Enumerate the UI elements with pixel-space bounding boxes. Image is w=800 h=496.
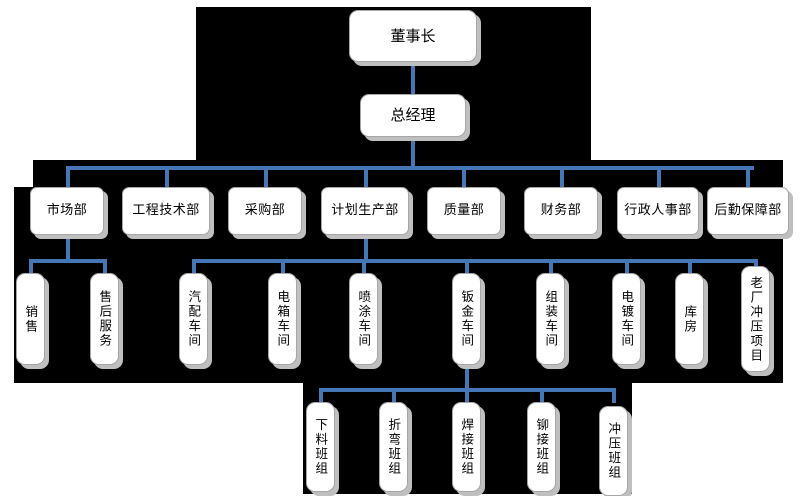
connector-drop-prod-1 [281,259,285,274]
node-workshop-auto-parts[interactable]: 汽配车间 [179,273,208,365]
node-workshop-plating[interactable]: 电镀车间 [612,273,641,365]
node-unit-after-sales[interactable]: 售后服务 [90,273,119,365]
node-label: 董事长 [390,26,436,45]
node-label: 销售 [23,304,39,334]
connector-drop-prod-0 [192,259,196,274]
node-label: 总经理 [390,106,436,125]
connector-drop-team-4 [612,388,616,403]
connector-drop-dept-6 [657,166,661,187]
connector-drop-market-0 [29,259,33,274]
connector-market-bus [29,259,107,263]
connector-drop-dept-1 [165,166,169,187]
node-label: 汽配车间 [186,290,202,348]
node-label: 钣金车间 [459,290,475,348]
connector-drop-dept-7 [746,166,750,187]
connector-drop-team-3 [540,388,544,403]
node-label: 质量部 [443,202,485,218]
node-workshop-warehouse[interactable]: 库房 [675,273,704,365]
node-team-blanking[interactable]: 下料班组 [306,402,335,492]
connector-market-down [66,235,70,262]
node-department-finance[interactable]: 财务部 [524,187,598,235]
node-label: 电镀车间 [619,290,635,348]
connector-drop-prod-2 [362,259,366,274]
connector-production-down [364,235,368,262]
connector-department-bus [66,166,754,170]
connector-drop-market-1 [103,259,107,274]
node-label: 折弯班组 [386,418,402,476]
connector-production-bus [192,259,758,263]
connector-gm-down [411,137,415,168]
node-label: 焊接班组 [459,418,475,476]
node-label: 后勤保障部 [714,202,782,218]
connector-drop-dept-0 [66,166,70,187]
node-team-welding[interactable]: 焊接班组 [452,402,481,492]
node-department-production-planning[interactable]: 计划生产部 [321,187,409,235]
connector-drop-dept-5 [560,166,564,187]
node-workshop-painting[interactable]: 喷涂车间 [349,273,378,365]
connector-drop-prod-3 [465,259,469,274]
node-label: 行政人事部 [624,202,692,218]
node-department-marketing[interactable]: 市场部 [30,187,104,235]
node-label: 财务部 [540,202,582,218]
node-unit-sales[interactable]: 销售 [16,273,45,365]
connector-drop-team-1 [392,388,396,403]
node-label: 市场部 [46,202,88,218]
node-label: 采购部 [244,202,286,218]
connector-drop-prod-4 [549,259,553,274]
node-label: 库房 [682,304,698,334]
node-label: 售后服务 [97,290,113,348]
node-label: 工程技术部 [132,202,200,218]
connector-drop-team-2 [465,388,469,403]
node-chairman[interactable]: 董事长 [349,10,477,62]
node-label: 铆接班组 [534,418,550,476]
node-label: 计划生产部 [331,202,399,218]
node-label: 老厂冲压项目 [748,275,764,363]
node-project-old-factory-stamping[interactable]: 老厂冲压项目 [741,266,770,372]
node-label: 电箱车间 [275,290,291,348]
connector-chairman-gm [411,62,415,98]
connector-drop-team-0 [319,388,323,403]
connector-drop-dept-4 [462,166,466,187]
node-general-manager[interactable]: 总经理 [360,94,466,137]
node-team-bending[interactable]: 折弯班组 [379,402,408,492]
node-label: 组装车间 [543,290,559,348]
node-department-purchasing[interactable]: 采购部 [228,187,302,235]
connector-sheetmetal-down [465,365,469,390]
node-department-engineering[interactable]: 工程技术部 [122,187,210,235]
node-workshop-sheet-metal[interactable]: 钣金车间 [452,273,481,365]
connector-drop-prod-6 [688,259,692,274]
connector-drop-dept-3 [364,166,368,187]
node-department-admin-hr[interactable]: 行政人事部 [617,187,699,235]
node-department-quality[interactable]: 质量部 [427,187,501,235]
node-label: 冲压班组 [606,422,622,480]
node-workshop-assembly[interactable]: 组装车间 [536,273,565,365]
node-label: 下料班组 [313,418,329,476]
node-department-logistics[interactable]: 后勤保障部 [707,187,789,235]
backdrop-panel-depts [33,160,783,188]
connector-drop-dept-2 [264,166,268,187]
node-team-stamping[interactable]: 冲压班组 [599,406,628,496]
connector-drop-prod-5 [625,259,629,274]
node-team-riveting[interactable]: 铆接班组 [527,402,556,492]
node-label: 喷涂车间 [356,290,372,348]
node-workshop-electric-box[interactable]: 电箱车间 [268,273,297,365]
